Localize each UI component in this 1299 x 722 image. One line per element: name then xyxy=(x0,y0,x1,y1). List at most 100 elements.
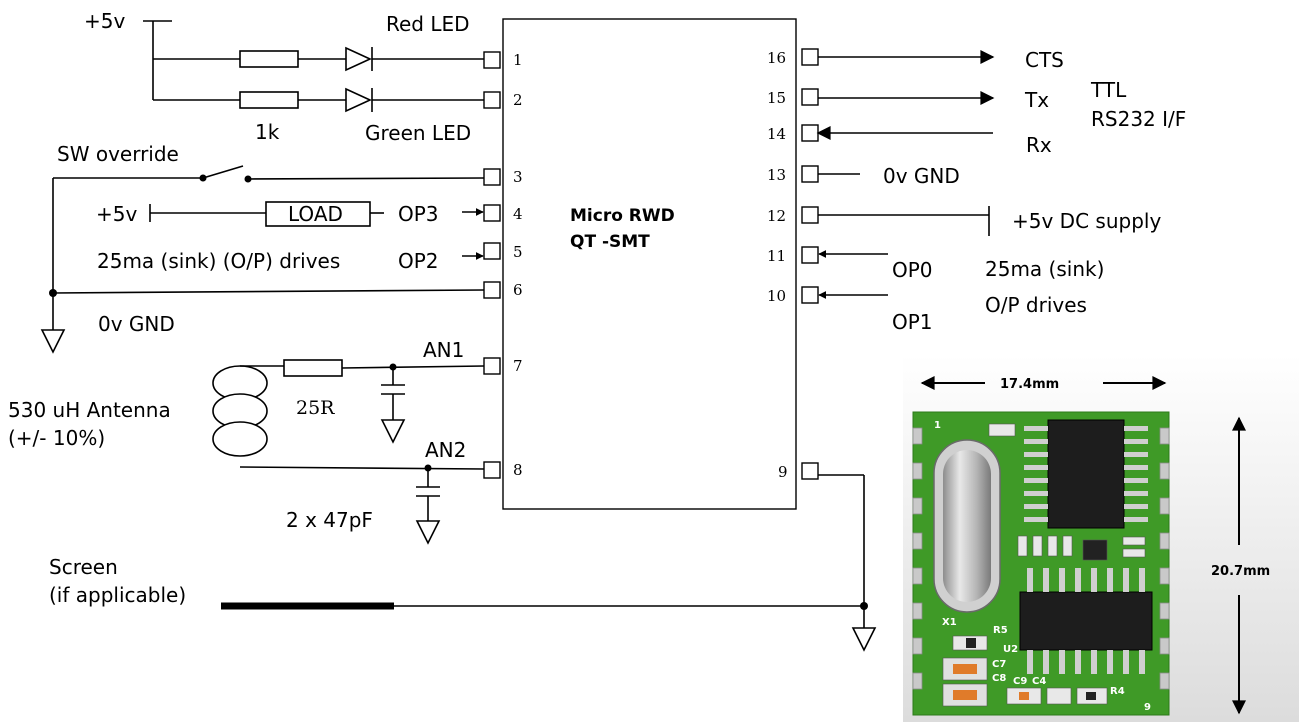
led-circuit: +5v Red LED 1k Green LED xyxy=(84,9,484,145)
pin-number-13: 13 xyxy=(767,166,786,184)
pin-number-2: 2 xyxy=(513,91,523,109)
ground-symbol-screen xyxy=(851,627,877,652)
output-drives-right: OP0 OP1 25ma (sink) O/P drives xyxy=(818,250,1104,334)
pcb-c9-label: C9 xyxy=(1013,676,1027,687)
chip-lower xyxy=(1019,591,1153,651)
capacitor-label: 2 x 47pF xyxy=(286,508,373,532)
an1-label: AN1 xyxy=(423,338,464,362)
tx-label: Tx xyxy=(1024,88,1049,112)
green-led-diode xyxy=(345,87,372,113)
rs232-label: RS232 I/F xyxy=(1091,107,1186,131)
pcb-c4-label: C4 xyxy=(1032,676,1046,687)
pin-box-11 xyxy=(801,246,819,264)
pcb-u2-label: U2 xyxy=(1003,644,1018,655)
pin-number-1: 1 xyxy=(513,51,523,69)
pcb-pin9-label: 9 xyxy=(1144,702,1151,713)
ground-symbol-left xyxy=(40,329,66,354)
ttl-label: TTL xyxy=(1090,78,1127,102)
pin-number-16: 16 xyxy=(767,49,786,67)
pin-number-7: 7 xyxy=(513,357,523,375)
pin-box-12 xyxy=(801,206,819,224)
pin-box-7 xyxy=(483,357,501,375)
sw-override-label: SW override xyxy=(57,142,179,166)
green-led-label: Green LED xyxy=(365,121,471,145)
pcb-x1-label: X1 xyxy=(942,617,957,628)
pin-box-16 xyxy=(801,48,819,66)
green-led-resistor xyxy=(239,91,299,109)
pin-box-6 xyxy=(483,281,501,299)
pin-number-11: 11 xyxy=(767,247,786,265)
left-pins xyxy=(483,51,501,479)
pin-box-8 xyxy=(483,461,501,479)
antenna-label: 530 uH Antenna xyxy=(8,398,171,422)
pin-number-6: 6 xyxy=(513,281,523,299)
pin-box-15 xyxy=(801,88,819,106)
ground-symbol-an1 xyxy=(380,419,406,444)
load-resistor xyxy=(265,201,371,227)
supply-load-label: +5v xyxy=(96,202,137,226)
op3-label: OP3 xyxy=(398,202,439,226)
pin-box-5 xyxy=(483,242,501,260)
load-label: LOAD xyxy=(288,202,343,226)
width-dimension: 17.4mm xyxy=(1000,377,1059,392)
module-name: Micro RWD xyxy=(570,206,675,226)
drive-note-right-1: 25ma (sink) xyxy=(985,257,1104,281)
ground-symbol-an2 xyxy=(415,520,441,545)
pin-number-8: 8 xyxy=(513,461,523,479)
op1-label: OP1 xyxy=(892,310,933,334)
resistor-25r-label: 25R xyxy=(296,397,335,419)
pcb-pin1-label: 1 xyxy=(934,420,941,431)
module-body xyxy=(502,18,797,510)
serial-interface: CTS Tx Rx TTL RS232 I/F xyxy=(816,48,1186,157)
pin-box-14 xyxy=(801,124,819,142)
switch-circuit: SW override 0v GND xyxy=(40,142,485,354)
drive-note-left: 25ma (sink) (O/P) drives xyxy=(97,249,340,273)
pcb-c7-label: C7 xyxy=(992,659,1006,670)
cts-label: CTS xyxy=(1025,48,1064,72)
pcb-r5-label: R5 xyxy=(993,625,1008,636)
pin-number-14: 14 xyxy=(767,125,786,143)
chip-upper xyxy=(1047,419,1125,529)
supply-top-label: +5v xyxy=(84,9,125,33)
screen-label: Screen xyxy=(49,555,118,579)
pin-box-9 xyxy=(801,462,819,480)
op2-label: OP2 xyxy=(398,249,439,273)
module-photo: 17.4mm 20.7mm xyxy=(903,355,1299,722)
red-led-label: Red LED xyxy=(386,12,470,36)
power-connections: 0v GND +5v DC supply xyxy=(818,164,1161,236)
right-pins xyxy=(801,48,819,480)
pin-number-15: 15 xyxy=(767,89,786,107)
rx-label: Rx xyxy=(1026,133,1052,157)
an2-label: AN2 xyxy=(425,438,466,462)
resistor-1k-label: 1k xyxy=(255,120,280,144)
supply-right-label: +5v DC supply xyxy=(1012,209,1161,233)
red-led-diode xyxy=(345,46,372,72)
pin-box-13 xyxy=(801,165,819,183)
pin-box-2 xyxy=(483,91,501,109)
pin-box-1 xyxy=(483,51,501,69)
height-dimension: 20.7mm xyxy=(1211,564,1270,579)
drive-note-right-2: O/P drives xyxy=(985,293,1087,317)
pin-number-12: 12 xyxy=(767,207,786,225)
pin-box-10 xyxy=(801,286,819,304)
pin-number-5: 5 xyxy=(513,243,523,261)
gnd-right-label: 0v GND xyxy=(883,164,960,188)
red-led-resistor xyxy=(239,50,299,68)
module-subname: QT -SMT xyxy=(570,232,650,252)
gnd-left-label: 0v GND xyxy=(98,312,175,336)
pin-box-3 xyxy=(483,168,501,186)
pcb-c8-label: C8 xyxy=(992,673,1006,684)
screen-note: (if applicable) xyxy=(49,583,186,607)
pin-box-4 xyxy=(483,204,501,222)
screen-circuit: Screen (if applicable) xyxy=(49,474,877,652)
pin-number-9: 9 xyxy=(778,463,788,481)
antenna-circuit: 25R AN1 AN2 530 uH Antenna (+/- 10%) 2 x… xyxy=(8,338,485,545)
pcb-r4-label: R4 xyxy=(1110,686,1125,697)
antenna-coil xyxy=(212,421,268,457)
op0-label: OP0 xyxy=(892,258,933,282)
output-drives-left: +5v LOAD OP3 25ma (sink) (O/P) drives OP… xyxy=(96,201,484,273)
pin-number-10: 10 xyxy=(767,287,786,305)
pin-number-4: 4 xyxy=(513,205,523,223)
pin-number-3: 3 xyxy=(513,168,523,186)
